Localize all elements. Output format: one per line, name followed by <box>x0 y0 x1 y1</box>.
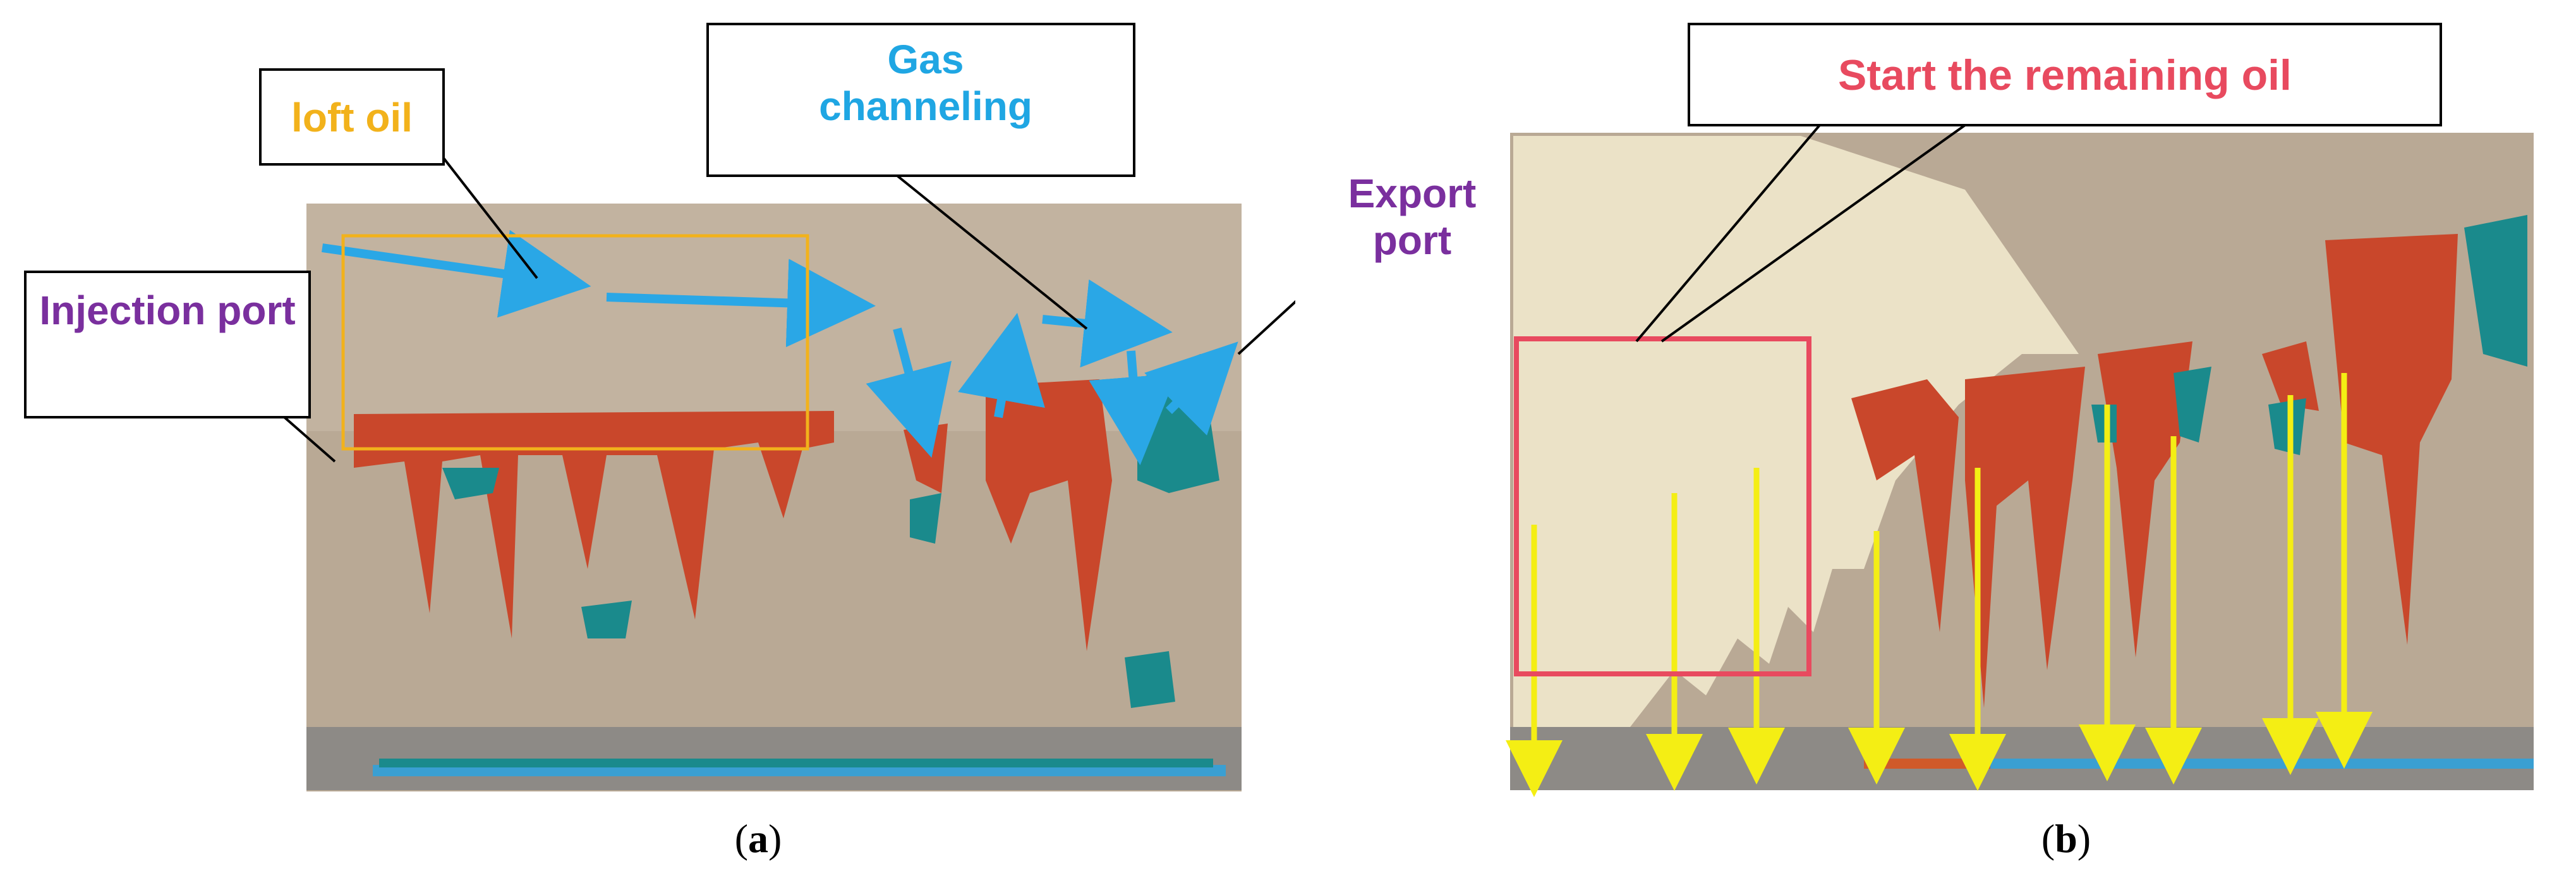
panel-a-loft-oil-box <box>341 234 809 451</box>
panel-b: Start the remaining oil (b) <box>1295 0 2576 873</box>
panel-b-water <box>2091 215 2527 455</box>
panel-a-photo <box>24 23 1295 791</box>
panel-b-remaining-oil-box <box>1514 336 1811 676</box>
panel-b-displacement-arrows <box>1506 373 2373 797</box>
panel-a-callouts <box>24 23 1295 463</box>
loft-oil-label: loft oil <box>291 95 413 140</box>
export-port-label: Export port <box>1348 171 1477 263</box>
panel-b-callout <box>1635 23 2442 343</box>
panel-a-caption: (a) <box>734 816 782 861</box>
panel-b-photo <box>1506 23 2534 797</box>
gas-channeling-label: Gas channeling <box>819 37 1032 129</box>
panel-a: loft oil Gas channeling Export port Inje… <box>24 23 1476 861</box>
panel-b-swept-region <box>1513 136 2079 771</box>
remaining-oil-label: Start the remaining oil <box>1838 51 2292 99</box>
panel-b-remaining-oil <box>1851 234 2458 708</box>
panel-a-gas-arrows <box>322 229 1238 465</box>
panel-b-caption: (b) <box>2041 816 2091 861</box>
injection-port-label: Injection port <box>39 288 296 333</box>
